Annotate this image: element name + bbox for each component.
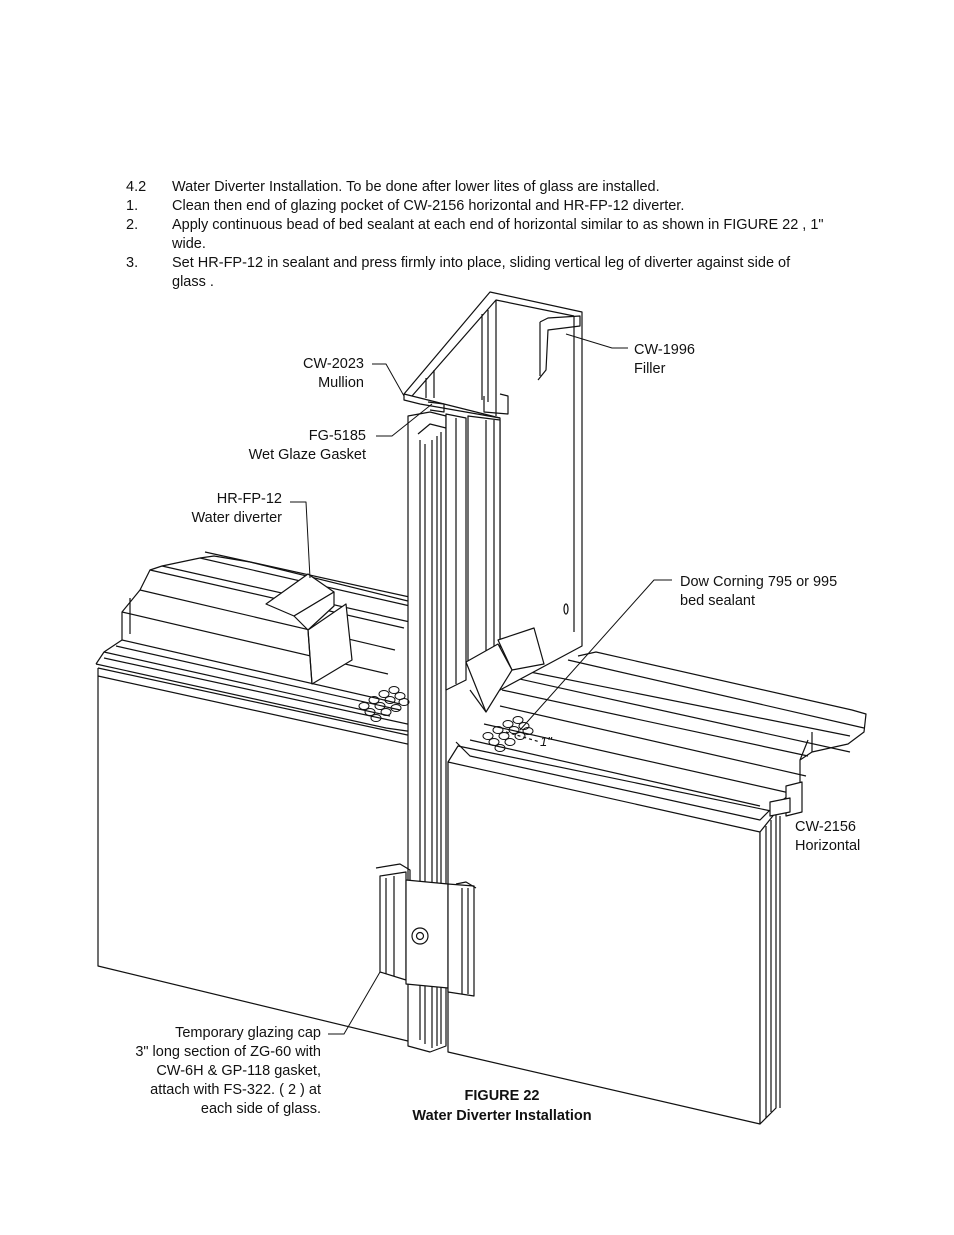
step-2: 2. Apply continuous bead of bed sealant …	[126, 216, 826, 254]
leader-lines	[290, 333, 672, 1035]
callout-gasket: FG-5185 Wet Glaze Gasket	[248, 428, 366, 463]
callout-filler: CW-1996 Filler	[634, 342, 695, 377]
callout-mullion: CW-2023 Mullion	[303, 356, 364, 391]
figure-title: Water Diverter Installation	[412, 1108, 592, 1124]
figure-number: FIGURE 22	[464, 1088, 540, 1104]
callout-diverter: HR-FP-12 Water diverter	[191, 491, 282, 526]
left-sealant-bead	[358, 686, 410, 722]
left-water-diverter	[265, 573, 353, 685]
step-3: 3. Set HR-FP-12 in sealant and press fir…	[126, 254, 826, 292]
left-horizontal-extrusion	[95, 551, 421, 733]
callout-horizontal: CW-2156 Horizontal	[795, 819, 861, 854]
callout-sealant: Dow Corning 795 or 995 bed sealant	[680, 574, 838, 609]
installation-steps: 4.2 Water Diverter Installation. To be d…	[126, 178, 826, 292]
step-text: Set HR-FP-12 in sealant and press firmly…	[172, 255, 791, 290]
temporary-glazing-cap	[375, 863, 477, 997]
step-text: Water Diverter Installation. To be done …	[172, 179, 660, 195]
step-number: 2.	[126, 217, 139, 233]
mullion-extrusion	[403, 291, 583, 691]
left-glass-lite	[97, 667, 413, 1043]
right-water-diverter	[465, 627, 545, 713]
dimension-label: 1"	[540, 734, 552, 749]
figure-caption: FIGURE 22 Water Diverter Installation	[380, 1086, 624, 1126]
step-number: 3.	[126, 255, 139, 271]
right-sealant-bead	[482, 716, 534, 752]
callout-glazing-cap: Temporary glazing cap 3" long section of…	[135, 1025, 321, 1117]
right-glass-lite	[447, 745, 777, 1125]
right-horizontal-extrusion	[455, 651, 867, 1108]
step-1: 1. Clean then end of glazing pocket of C…	[126, 197, 826, 216]
step-number: 1.	[126, 198, 139, 214]
step-number: 4.2	[126, 179, 147, 195]
step-text: Apply continuous bead of bed sealant at …	[172, 217, 824, 252]
step-4-2: 4.2 Water Diverter Installation. To be d…	[126, 178, 826, 197]
mullion-front-legs	[407, 411, 501, 1053]
step-text: Clean then end of glazing pocket of CW-2…	[172, 198, 685, 214]
